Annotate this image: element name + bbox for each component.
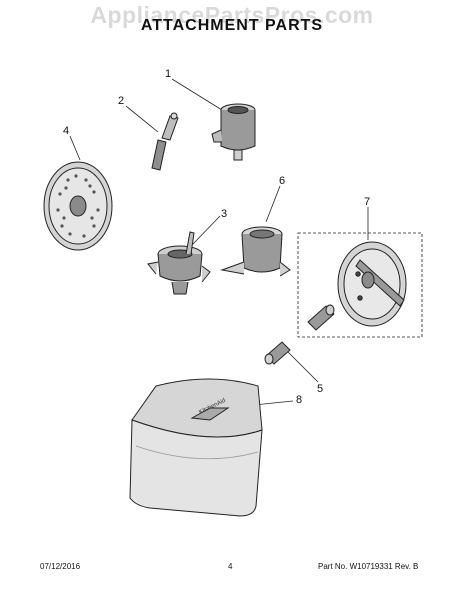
part-1-adapter — [211, 103, 256, 161]
leader-line-6 — [265, 185, 281, 223]
part-5-coupler — [264, 341, 291, 365]
callout-8: 8 — [296, 394, 302, 406]
part-2-drive-shaft — [151, 112, 179, 171]
footer-page-number: 4 — [228, 562, 233, 571]
callout-2: 2 — [118, 95, 124, 107]
callout-3: 3 — [221, 208, 227, 220]
watermark: AppliancePartsPros.com — [90, 2, 374, 28]
page-title: ATTACHMENT PARTS — [140, 17, 324, 34]
callout-7: 7 — [364, 196, 370, 208]
part-7-slicing-disc — [337, 241, 407, 327]
part-7-kit-box — [297, 232, 423, 338]
leader-line-2 — [125, 105, 159, 133]
part-8-storage-case — [129, 378, 263, 517]
callout-1: 1 — [165, 68, 171, 80]
callout-6: 6 — [279, 175, 285, 187]
footer-date: 07/12/2016 — [40, 562, 81, 571]
part-7-adapter-pin — [307, 304, 335, 331]
footer-part-number: Part No. W10719331 Rev. B — [318, 562, 419, 571]
leader-line-3 — [192, 215, 221, 245]
part-3-slicer-housing — [147, 231, 211, 295]
part-4-shredding-disc — [43, 161, 113, 251]
callout-5: 5 — [317, 383, 323, 395]
leader-line-4 — [69, 135, 81, 161]
part-6-blade-housing — [220, 226, 291, 277]
leader-line-1 — [171, 78, 223, 111]
callout-4: 4 — [63, 125, 69, 137]
